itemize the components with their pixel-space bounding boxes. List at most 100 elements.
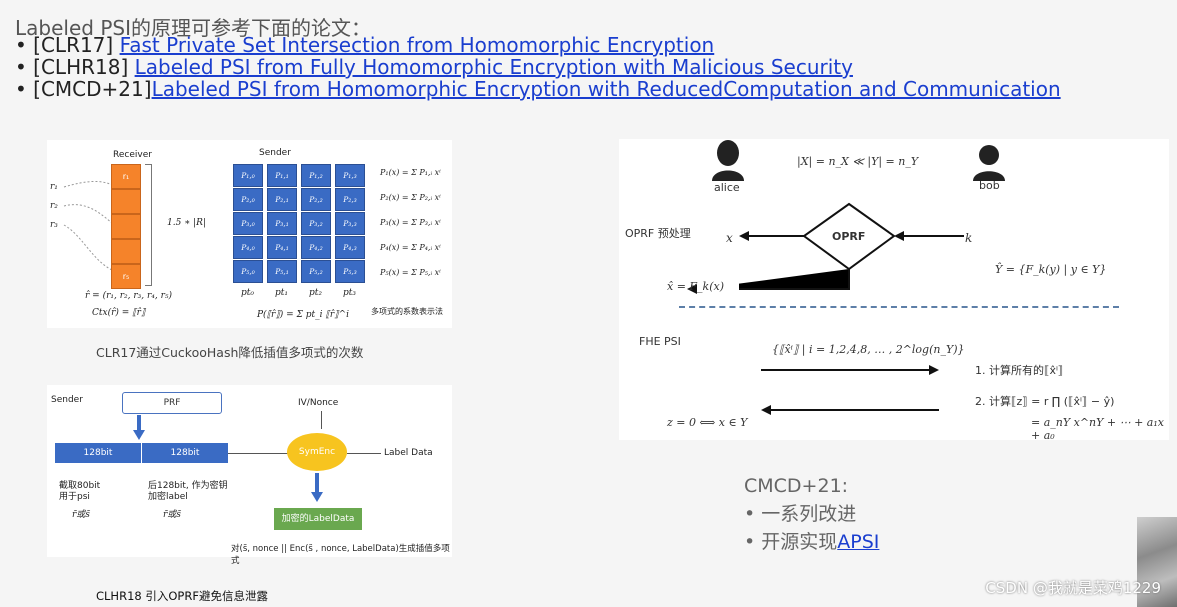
figure-caption: CLHR18 引入OPRF避免信息泄露	[96, 589, 268, 603]
membership-equivalence: z = 0 ⟺ x ∈ Y	[667, 416, 748, 429]
sender-label: Sender	[51, 395, 83, 405]
alice-label: alice	[714, 181, 740, 194]
figure-cmcd21: alice bob |X| = n_X ≪ |Y| = n_Y OPRF 预处理…	[619, 139, 1169, 442]
note-sub: r̃或s̃	[72, 510, 90, 520]
arrow-down-icon	[133, 415, 145, 440]
rhat-label: r̂ = (r₁, r₂, r₃, r₄, r₅)	[85, 291, 173, 301]
alice-avatar-icon	[712, 140, 744, 181]
ctx-label: Ctx(r̂) = ⟦r̂⟧	[92, 308, 146, 318]
coefficient-cell: P₃,₀	[233, 212, 263, 235]
connector-line	[347, 453, 381, 454]
polynomial: P₄(x) = Σ P₄,ᵢ xⁱ	[380, 243, 441, 252]
prf-box: PRF	[122, 392, 222, 414]
bit-block: 128bit	[55, 443, 141, 463]
cmcd-summary: CMCD+21: • 一系列改进 • 开源实现APSI	[744, 472, 879, 556]
reference-link-cmcd21[interactable]: Labeled PSI from Homomorphic Encryption …	[151, 77, 1061, 101]
coefficient-cell: P₂,₃	[335, 188, 365, 211]
connector-line	[228, 453, 288, 454]
arrow-down-icon	[311, 473, 323, 502]
bottom-note: 对(s̃, nonce || Enc(s̃ , nonce, LabelData…	[231, 544, 450, 566]
arrow-right-icon	[761, 365, 939, 375]
cmcd-bullet: • 一系列改进	[744, 503, 857, 525]
coefficient-cell: P₂,₂	[301, 188, 331, 211]
p-formula: P(⟦r̂⟧) = Σ pt_i ⟦r̂⟧^i	[257, 310, 350, 320]
coefficient-cell: P₁,₁	[267, 164, 297, 187]
coefficient-cell: P₄,₁	[267, 236, 297, 259]
k-label: k	[965, 231, 973, 245]
coef-note: 多项式的系数表示法	[371, 307, 443, 316]
receiver-label: Receiver	[113, 150, 152, 160]
bit-block: 128bit	[142, 443, 228, 463]
r-label: r₂	[50, 201, 58, 211]
coefficient-cell: P₄,₃	[335, 236, 365, 259]
coefficient-cell: P₅,₁	[267, 260, 297, 283]
yhat-label: Ŷ = {F_k(y) | y ∈ Y}	[995, 263, 1107, 276]
reference-item: • [CMCD+21]Labeled PSI from Homomorphic …	[15, 77, 1061, 101]
sender-label: Sender	[259, 148, 291, 158]
coefficient-cell: P₅,₃	[335, 260, 365, 283]
pt-label: pt₁	[275, 288, 288, 298]
coefficient-cell: P₄,₂	[301, 236, 331, 259]
note-sub: r̃或s̃	[163, 510, 181, 520]
arrow-left-icon	[761, 405, 939, 415]
section-divider	[679, 306, 1119, 308]
bin: r₅	[111, 264, 141, 289]
r-label: r₁	[50, 182, 58, 192]
polynomial: P₅(x) = Σ P₅,ᵢ xⁱ	[380, 268, 441, 277]
figure-clhr18: Sender PRF IV/Nonce 128bit 128bit SymEnc…	[47, 385, 452, 566]
coefficient-cell: P₂,₀	[233, 188, 263, 211]
pt-label: pt₀	[241, 288, 254, 298]
oprf-preprocess-label: OPRF 预处理	[625, 227, 691, 240]
coefficient-cell: P₂,₁	[267, 188, 297, 211]
encrypted-label-box: 加密的LabelData	[274, 508, 362, 530]
xhat-label: x̂ = F_k(x)	[667, 280, 724, 293]
watermark: CSDN @我就是菜鸡1229	[985, 579, 1161, 597]
brace	[145, 164, 152, 286]
coefficient-cell: P₃,₁	[267, 212, 297, 235]
pt-label: pt₂	[309, 288, 322, 298]
polynomial: P₃(x) = Σ P₃,ᵢ xⁱ	[380, 218, 441, 227]
bob-label: bob	[979, 179, 1000, 192]
bin	[111, 214, 141, 239]
symenc-node: SymEnc	[287, 433, 347, 471]
bin: r₁	[111, 164, 141, 189]
polynomial: P₂(x) = Σ P₂,ᵢ xⁱ	[380, 193, 441, 202]
figure-caption: CLR17通过CuckooHash降低插值多项式的次数	[96, 345, 364, 360]
page-title: Labeled PSI的原理可参考下面的论文：	[15, 16, 371, 40]
arrow-left-icon	[687, 284, 697, 294]
step-2-expansion: = a_nY x^nY + ⋯ + a₁x + a₀	[1031, 416, 1164, 442]
note: 截取80bit 用于psi	[59, 481, 101, 502]
apsi-link[interactable]: APSI	[837, 531, 880, 553]
reference-item: • [CLR17] Fast Private Set Intersection …	[15, 33, 715, 57]
reference-link-clr17[interactable]: Fast Private Set Intersection from Homom…	[119, 33, 715, 57]
pt-label: pt₃	[343, 288, 356, 298]
encrypted-powers: {⟦x̂ⁱ⟧ | i = 1,2,4,8, … , 2^log(n_Y)}	[772, 343, 965, 356]
fhe-psi-label: FHE PSI	[639, 335, 681, 348]
note: 后128bit, 作为密钥 加密label	[148, 481, 228, 502]
polynomial: P₁(x) = Σ P₁,ᵢ xⁱ	[380, 168, 441, 177]
size-relation: |X| = n_X ≪ |Y| = n_Y	[797, 155, 919, 168]
iv-label: IV/Nonce	[298, 398, 339, 408]
cmcd-title: CMCD+21:	[744, 475, 849, 497]
polynomial-list: P₁(x) = Σ P₁,ᵢ xⁱ P₂(x) = Σ P₂,ᵢ xⁱ P₃(x…	[380, 160, 441, 285]
hash-arrows	[63, 181, 113, 271]
r-label: r₃	[50, 220, 58, 230]
coefficient-cell: P₁,₂	[301, 164, 331, 187]
label-data: Label Data	[384, 448, 433, 458]
oprf-node: OPRF	[832, 230, 866, 243]
step-1: 1. 计算所有的⟦x̂ⁱ⟧	[975, 364, 1064, 377]
coefficient-cell: P₅,₀	[233, 260, 263, 283]
reference-link-clhr18[interactable]: Labeled PSI from Fully Homomorphic Encry…	[134, 55, 853, 79]
figure-clr17: Receiver Sender r₁ r₂ r₃ r₁ r₅ 1.5 ∗ |R|…	[47, 140, 452, 328]
x-label: x	[726, 231, 733, 245]
corner-photo	[1137, 517, 1177, 607]
cmcd-bullet: • 开源实现APSI	[744, 531, 880, 553]
coefficient-cell: P₃,₃	[335, 212, 365, 235]
bob-avatar-icon	[973, 145, 1005, 181]
bin	[111, 239, 141, 264]
step-2: 2. 计算⟦z⟧ = r ∏ (⟦x̂ⁱ⟧ − ŷ)	[975, 395, 1115, 408]
bin	[111, 189, 141, 214]
oprf-diagram	[739, 202, 964, 290]
coefficient-cell: P₁,₃	[335, 164, 365, 187]
reference-list: • [CLR17] Fast Private Set Intersection …	[15, 34, 1061, 100]
